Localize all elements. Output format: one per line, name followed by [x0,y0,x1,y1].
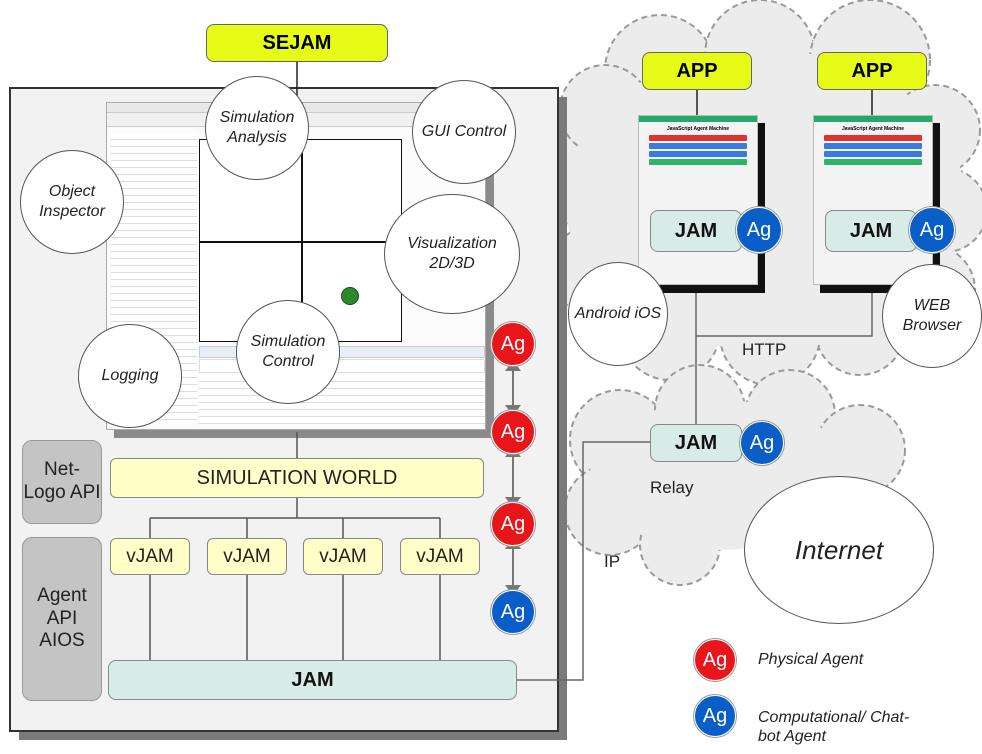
computational-agent-badge: Ag [491,590,535,634]
legend-physical-label: Physical Agent [758,651,864,668]
phone-button[interactable] [649,143,747,149]
physical-agent-badge: Ag [491,502,535,546]
visualization-circle: Visualization 2D/3D [384,194,520,314]
netlogo-api-label: Net-Logo API [22,440,102,524]
agent-api-label: Agent API AIOS [22,537,102,701]
vjam-box: vJAM [400,538,480,575]
simulation-analysis-circle: Simulation Analysis [205,76,309,180]
phone-button[interactable] [824,143,922,149]
main-jam-box: JAM [108,660,517,700]
phone-title: JavaScript Agent Machine [841,126,905,132]
phone-screen: JavaScript Agent Machine [638,115,758,285]
internet-circle: Internet [744,476,934,624]
world-globe-icon [341,287,359,305]
app-jam-box: JAM [825,210,917,252]
phone-title: JavaScript Agent Machine [666,126,730,132]
physical-agent-badge: Ag [491,322,535,366]
computational-agent-badge: Ag [740,421,784,465]
gui-control-circle: GUI Control [412,80,516,184]
vjam-box: vJAM [110,538,190,575]
logging-circle: Logging [78,324,182,428]
relay-label: Relay [650,478,694,497]
ip-label: IP [604,552,621,571]
app-header: APP [642,52,752,90]
phone-button[interactable] [824,151,922,157]
phone-button[interactable] [824,159,922,165]
app-header: APP [817,52,927,90]
vjam-box: vJAM [207,538,287,575]
physical-agent-badge: Ag [491,410,535,454]
phone-button[interactable] [649,159,747,165]
phone-button[interactable] [649,135,747,141]
phone-button[interactable] [824,135,922,141]
phone-screen: JavaScript Agent Machine [813,115,933,285]
simulation-control-circle: Simulation Control [236,300,340,404]
web-browser-circle: WEB Browser [882,264,982,368]
simulation-world-box: SIMULATION WORLD [110,458,484,498]
phone-button[interactable] [649,151,747,157]
vjam-box: vJAM [303,538,383,575]
app-jam-box: JAM [650,210,742,252]
system-console [199,375,485,425]
world-cell-2 [302,139,402,242]
object-inspector-circle: Object Inspector [20,150,124,254]
legend-computational-badge: Ag [694,695,736,737]
computational-agent-badge: Ag [909,207,955,253]
computational-agent-badge: Ag [736,207,782,253]
legend-physical-badge: Ag [694,639,736,681]
sejam-label: SEJAM [206,24,388,62]
http-label: HTTP [742,340,787,359]
legend-computational-label: Computational/ Chat-bot Agent [758,709,910,746]
android-ios-circle: Android iOS [568,262,668,366]
relay-jam-box: JAM [650,424,742,462]
